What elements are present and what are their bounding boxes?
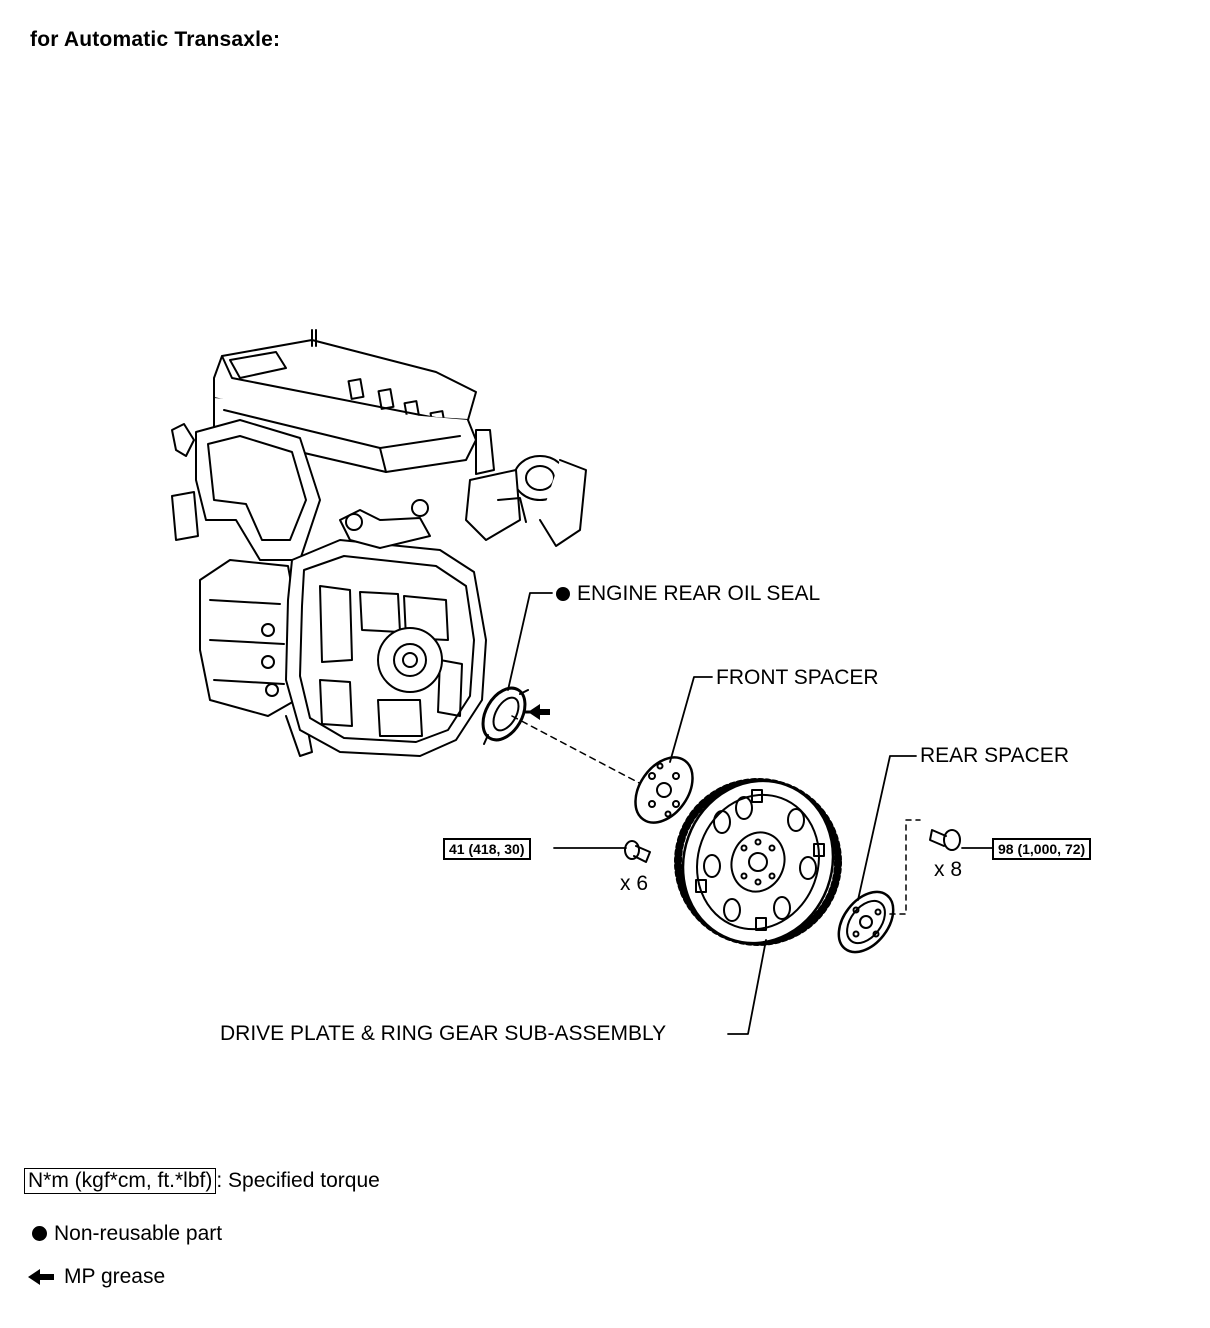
left-arrow-icon bbox=[28, 1269, 54, 1286]
front-bolt-quantity: x 6 bbox=[620, 872, 649, 895]
label-rear-spacer: REAR SPACER bbox=[920, 744, 1069, 767]
grease-arrow-icon bbox=[528, 704, 540, 720]
engine-illustration bbox=[171, 329, 587, 757]
label-engine-rear-oil-seal: ENGINE REAR OIL SEAL bbox=[556, 582, 820, 606]
torque-box-front-bolt: 41 (418, 30) bbox=[443, 838, 531, 860]
legend-torque-unit: N*m (kgf*cm, ft.*lbf) bbox=[24, 1168, 217, 1194]
legend-torque-desc: : Specified torque bbox=[216, 1169, 380, 1192]
filled-circle-icon bbox=[32, 1226, 47, 1241]
rear-oil-seal-part bbox=[481, 686, 529, 745]
legend-grease: MP grease bbox=[28, 1265, 165, 1289]
legend-non-reusable: Non-reusable part bbox=[32, 1222, 222, 1246]
legend-torque: N*m (kgf*cm, ft.*lbf): Specified torque bbox=[24, 1168, 380, 1194]
rear-bolt-quantity: x 8 bbox=[934, 858, 963, 881]
non-reusable-icon bbox=[556, 587, 570, 601]
drive-plate-part bbox=[674, 778, 842, 946]
torque-box-rear-bolt: 98 (1,000, 72) bbox=[992, 838, 1092, 860]
label-front-spacer: FRONT SPACER bbox=[716, 666, 879, 689]
label-drive-plate: DRIVE PLATE & RING GEAR SUB-ASSEMBLY bbox=[220, 1022, 667, 1045]
rear-spacer-part bbox=[837, 890, 895, 954]
rear-bolt-part bbox=[929, 829, 961, 851]
front-bolt-part bbox=[624, 840, 651, 863]
front-spacer-part bbox=[634, 756, 694, 824]
page-title: for Automatic Transaxle: bbox=[30, 28, 281, 51]
